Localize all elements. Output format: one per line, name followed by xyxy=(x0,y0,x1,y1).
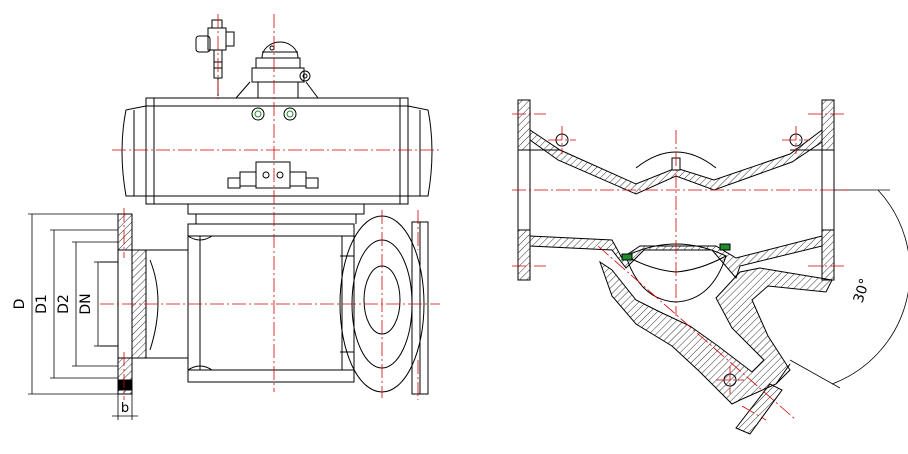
seat-right xyxy=(719,243,731,251)
limit-switch-box xyxy=(235,41,319,99)
lower-body-wall xyxy=(529,235,823,279)
seat-left xyxy=(621,253,633,261)
front-view xyxy=(28,14,440,420)
branch-leg xyxy=(599,260,833,405)
air-port-left xyxy=(251,107,265,121)
center-lines xyxy=(100,14,440,400)
branch-flange xyxy=(735,383,783,435)
section-center-lines xyxy=(512,113,848,421)
dim-b-label: b xyxy=(121,401,129,416)
air-port-right xyxy=(283,107,297,121)
section-view xyxy=(512,99,908,435)
dim-dn-label: DN xyxy=(78,293,94,314)
angle-label: 30° xyxy=(851,276,874,305)
valve-disc xyxy=(624,243,728,273)
upper-body-wall xyxy=(529,129,823,195)
dim-d-label: D xyxy=(12,299,28,310)
outlet-flange-end-view xyxy=(339,215,429,395)
solenoid-valve xyxy=(227,161,319,189)
inlet-flange xyxy=(100,213,147,395)
valve-body xyxy=(134,223,355,383)
pneumatic-actuator xyxy=(121,97,433,205)
mounting-bracket xyxy=(187,203,365,224)
air-filter-regulator xyxy=(195,19,235,96)
dim-d2-label: D2 xyxy=(56,294,72,314)
dimension-lines xyxy=(28,213,138,420)
dim-d1-label: D1 xyxy=(34,294,50,314)
